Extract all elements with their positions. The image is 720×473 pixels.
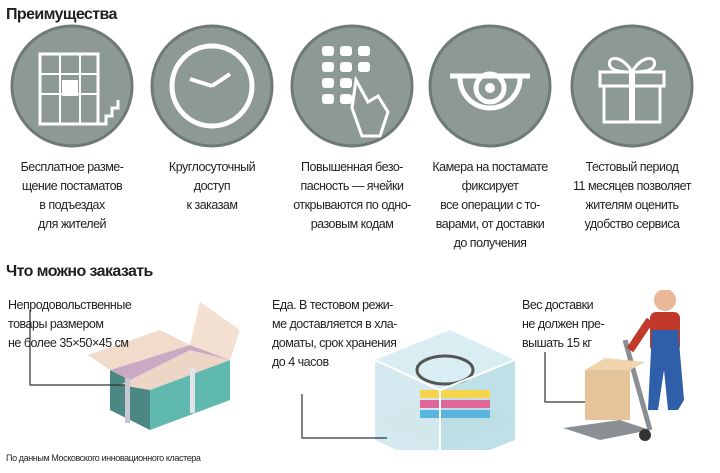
- advantage-caption: Повышенная безо- пасность — ячейки откры…: [293, 160, 411, 231]
- open-box-illustration: [29, 302, 240, 430]
- cake-in-cooler-illustration: [301, 330, 516, 450]
- section-title-orders: Что можно заказать: [6, 263, 153, 280]
- section-title-advantages: Преимущества: [6, 6, 117, 23]
- building-entrance-icon: [10, 24, 134, 148]
- item-text: Вес доставки не должен пре- вышать 15 кг: [522, 298, 605, 350]
- gift-icon: [570, 24, 694, 148]
- advantage-caption: Камера на постамате фиксирует все операц…: [432, 160, 548, 250]
- item-text: Еда. В тестовом режи- ме доставляется в …: [272, 298, 397, 369]
- advantage-caption: Тестовый период 11 месяцев позволяет жит…: [573, 160, 691, 231]
- footnote: По данным Московского инновационного кла…: [6, 453, 201, 463]
- keypad-hand-icon: [290, 24, 414, 148]
- courier-with-cart-illustration: [544, 290, 684, 441]
- advantage-caption: Бесплатное разме- щение постаматов в под…: [20, 160, 124, 231]
- advantage-caption: Круглосуточный доступ к заказам: [168, 160, 256, 212]
- clock-icon: [150, 24, 274, 148]
- item-text: Непродовольственные товары размером не б…: [8, 298, 132, 350]
- camera-icon: [428, 24, 552, 148]
